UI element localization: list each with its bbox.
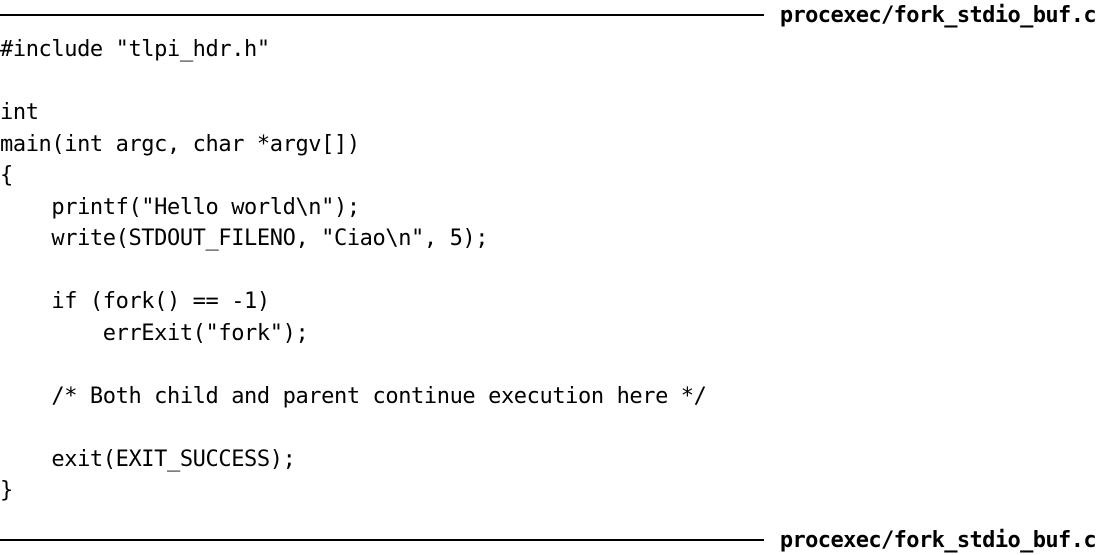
footer-rule <box>0 539 764 541</box>
code-line: errExit("fork"); <box>0 320 309 346</box>
footer-filename: procexec/fork_stdio_buf.c <box>779 527 1097 553</box>
code-line: int <box>0 100 39 125</box>
code-line: if (fork() == -1) <box>0 289 270 314</box>
header-filename: procexec/fork_stdio_buf.c <box>779 2 1097 28</box>
code-listing: #include "tlpi_hdr.h"int main(int argc, c… <box>0 34 707 507</box>
code-line: exit(EXIT_SUCCESS); <box>0 446 296 472</box>
code-line <box>0 255 706 287</box>
code-line: { <box>0 163 13 188</box>
code-line: printf("Hello world\n"); <box>0 194 360 220</box>
code-line: main(int argc, char *argv[]) <box>0 131 360 157</box>
header-rule <box>0 14 764 16</box>
code-line <box>0 412 706 444</box>
code-line: } <box>0 478 13 503</box>
code-line <box>0 66 706 98</box>
code-line <box>0 349 706 381</box>
code-line: write(STDOUT_FILENO, "Ciao\n", 5); <box>0 226 489 251</box>
listing-header: procexec/fork_stdio_buf.c <box>0 0 1098 30</box>
code-line: #include "tlpi_hdr.h" <box>0 37 270 62</box>
code-comment-line: /* Both child and parent continue execut… <box>0 383 707 409</box>
listing-footer: procexec/fork_stdio_buf.c <box>0 525 1098 555</box>
